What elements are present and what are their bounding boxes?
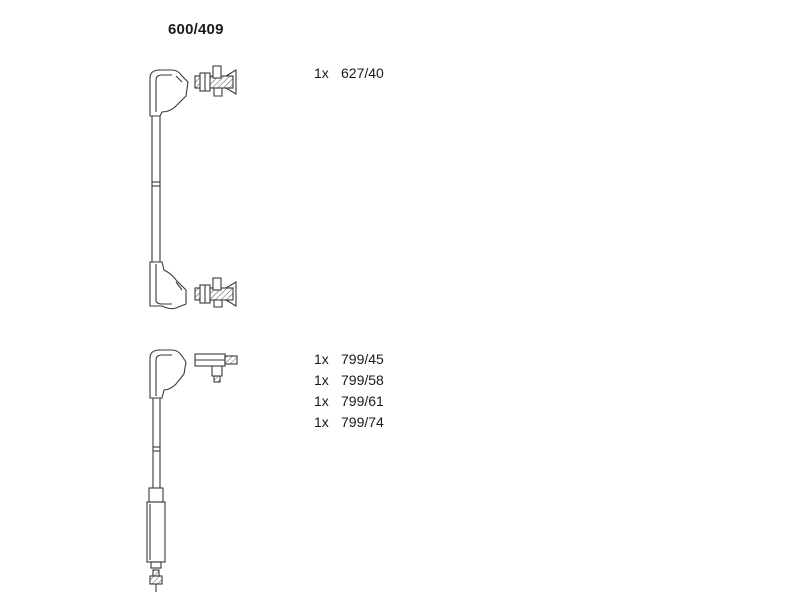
list-item: 1x 799/45 <box>314 349 384 370</box>
part-number: 799/58 <box>341 372 384 388</box>
part-number: 799/45 <box>341 351 384 367</box>
part-number: 799/74 <box>341 414 384 430</box>
part-qty: 1x <box>314 351 329 367</box>
list-item: 1x 799/74 <box>314 412 384 433</box>
part-list-group-2: 1x 799/45 1x 799/58 1x 799/61 1x 799/74 <box>314 349 384 433</box>
part-list-group-1: 1x 627/40 <box>314 63 384 84</box>
lead-1-top-terminal-icon <box>194 65 237 97</box>
part-qty: 1x <box>314 414 329 430</box>
lead-2-top-terminal-icon <box>194 353 238 383</box>
part-number: 627/40 <box>341 65 384 81</box>
list-item: 1x 627/40 <box>314 63 384 84</box>
list-item: 1x 799/61 <box>314 391 384 412</box>
part-qty: 1x <box>314 372 329 388</box>
part-qty: 1x <box>314 65 329 81</box>
lead-2-straight-boot <box>146 487 166 569</box>
lead-2-bottom-terminal-icon <box>149 569 163 592</box>
part-number: 799/61 <box>341 393 384 409</box>
lead-1-top-boot <box>149 69 189 117</box>
list-item: 1x 799/58 <box>314 370 384 391</box>
lead-1-bottom-terminal-icon <box>194 277 237 308</box>
lead-1-drawing <box>149 65 237 310</box>
lead-2-top-boot <box>149 349 187 399</box>
part-qty: 1x <box>314 393 329 409</box>
lead-1-bottom-boot <box>149 261 187 310</box>
kit-number-title: 600/409 <box>168 21 224 38</box>
lead-2-drawing <box>146 349 238 592</box>
